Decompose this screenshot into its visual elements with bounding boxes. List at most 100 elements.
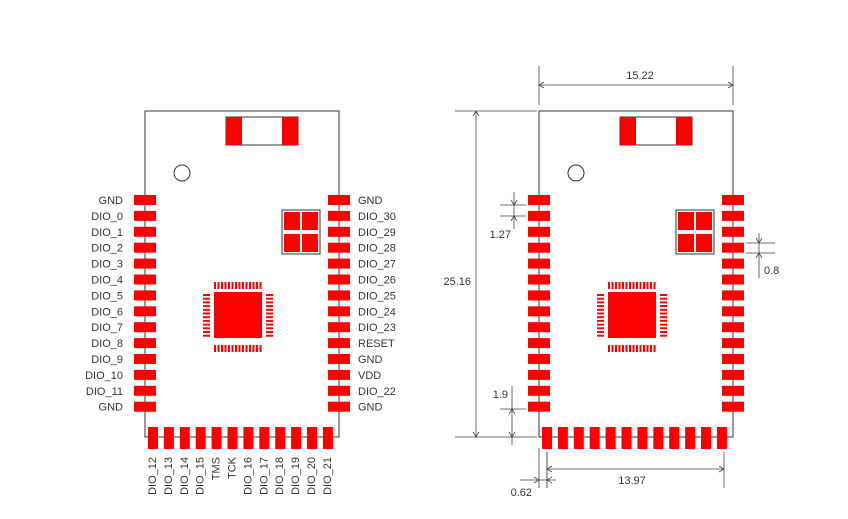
left-pin-pad <box>528 306 550 317</box>
chip-pin-top <box>615 282 617 289</box>
chip-pin-bottom <box>643 345 645 352</box>
right-pin-label: DIO_23 <box>358 322 396 334</box>
chip-pin-bottom <box>231 345 234 352</box>
right-pin-label: RESET <box>358 338 395 350</box>
chip-pin-bottom <box>259 345 262 352</box>
pitch-arrow <box>510 215 518 222</box>
chip-pin-right <box>266 323 273 326</box>
bottom-pin-pad <box>163 427 174 449</box>
bottom-pin-label: DIO_18 <box>274 457 286 495</box>
chip-pin-left <box>597 334 604 337</box>
ground-pad <box>696 212 712 230</box>
mounting-hole <box>567 164 585 182</box>
height-arrow <box>472 431 480 438</box>
chip-pin-bottom <box>639 345 642 352</box>
right-pin-label: DIO_24 <box>358 306 396 318</box>
chip-pin-left <box>597 308 604 311</box>
width-arrow <box>727 81 734 89</box>
chip-pin-right <box>660 297 667 300</box>
bottom-pin-pad <box>227 427 238 449</box>
chip-pin-left <box>597 297 604 300</box>
left-pin-pad <box>528 369 550 380</box>
chip-pin-top <box>608 282 610 289</box>
bottom-pin-label: TMS <box>211 457 223 480</box>
dimension-label: 1.27 <box>490 229 511 241</box>
chip-pin-top <box>618 282 621 289</box>
chip-pin-left <box>203 334 210 337</box>
left-pin-pad <box>134 258 156 269</box>
ground-pad <box>284 234 300 252</box>
span-arrow <box>546 465 553 473</box>
chip-pin-bottom <box>646 345 649 352</box>
right-pin-pad <box>328 385 350 396</box>
antenna-pad <box>226 117 242 145</box>
left-pin-pad <box>528 401 550 412</box>
bottom-pin-pad <box>259 427 270 449</box>
left-pin-label: DIO_11 <box>86 386 123 398</box>
chip-pin-left <box>597 327 604 330</box>
chip-pin-bottom <box>224 345 227 352</box>
left-pin-pad <box>134 369 156 380</box>
ground-pad <box>696 234 712 252</box>
bottom-pin-pad <box>275 427 286 449</box>
chip-pin-right <box>660 323 667 326</box>
ground-pad-outline <box>281 209 321 255</box>
left-pin-pad <box>134 226 156 237</box>
left-pin-pad <box>528 354 550 364</box>
width-arrow <box>538 81 545 89</box>
bottom-pin-pad <box>669 427 680 449</box>
chip-pin-left <box>203 327 210 330</box>
chip-pin-top <box>221 282 223 289</box>
chip-pin-right <box>266 316 273 319</box>
chip-pin-top <box>259 282 262 289</box>
chip-pin-right <box>266 297 273 300</box>
chip-pin-top <box>625 282 628 289</box>
right-pin-pad <box>722 210 744 221</box>
right-pin-pad <box>328 401 350 412</box>
bottom-pin-pad <box>589 427 600 449</box>
left-pin-pad <box>134 274 156 285</box>
chip-pin-left <box>203 331 210 333</box>
chip-pin-left <box>597 319 604 322</box>
right-pin-pad <box>722 338 744 349</box>
chip-pin-bottom <box>618 345 621 352</box>
chip-pin-bottom <box>242 345 244 352</box>
chip-pin-right <box>266 331 273 333</box>
left-pin-label: DIO_0 <box>91 211 123 223</box>
right-pin-pad <box>328 274 350 285</box>
chip-pin-bottom <box>615 345 617 352</box>
right-pin-label: GND <box>358 354 383 366</box>
pad-width-arrow <box>755 237 763 244</box>
left-pin-pad <box>528 385 550 396</box>
chip-pin-right <box>266 294 273 296</box>
bottom-pin-pad <box>211 427 222 449</box>
chip-pin-top <box>228 282 230 289</box>
chip-pin-top <box>632 282 635 289</box>
chip-pin-left <box>597 331 604 333</box>
chip-pin-left <box>597 305 604 308</box>
left-pin-label: DIO_10 <box>85 370 123 382</box>
bottom-pin-pad <box>605 427 616 449</box>
left-pin-pad <box>134 401 156 412</box>
bottom-pin-label: DIO_16 <box>242 457 254 495</box>
chip-pin-bottom <box>611 345 614 352</box>
chip-pin-left <box>597 316 604 319</box>
height-arrow <box>472 110 480 117</box>
chip-pin-bottom <box>608 345 610 352</box>
chip-pin-top <box>214 282 216 289</box>
left-pin-pad <box>528 338 550 349</box>
dimension-label: 13.97 <box>618 475 646 487</box>
bottom-pin-pad <box>653 427 664 449</box>
right-pin-pad <box>722 401 744 412</box>
chip-pin-right <box>266 319 273 322</box>
bottom-pin-pad <box>701 427 711 449</box>
chip-pin-left <box>597 312 604 315</box>
bottom-pin-label: DIO_13 <box>163 457 175 495</box>
ground-pad-outline <box>675 209 715 255</box>
chip-pin-left <box>203 301 210 304</box>
pinout-view: GNDDIO_0DIO_1DIO_2DIO_3DIO_4DIO_5DIO_6DI… <box>85 110 396 495</box>
bottom-pin-pad <box>307 427 317 449</box>
chip-pin-bottom <box>245 345 248 352</box>
right-pin-pad <box>328 322 350 333</box>
right-pin-label: DIO_30 <box>358 211 396 223</box>
